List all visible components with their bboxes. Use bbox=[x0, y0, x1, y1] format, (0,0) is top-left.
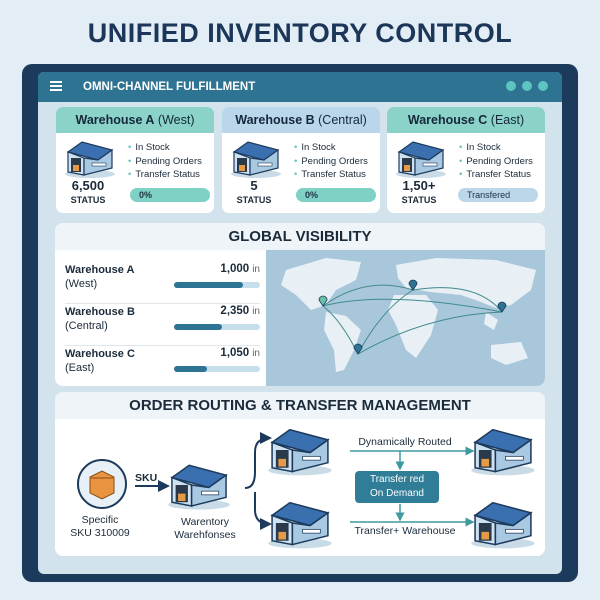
window-dot[interactable] bbox=[522, 81, 532, 91]
warehouse-card-c[interactable]: Warehouse C (East) 1,50+ STATUS In Stock… bbox=[387, 107, 545, 213]
card-header: Warehouse C (East) bbox=[387, 107, 545, 133]
inventory-bar-fill bbox=[174, 324, 223, 330]
window-dot[interactable] bbox=[506, 81, 516, 91]
inventory-bar bbox=[174, 366, 260, 372]
status-label: STATUS bbox=[70, 195, 106, 205]
warehouse-icon bbox=[267, 501, 333, 549]
location-pin-icon bbox=[408, 279, 418, 291]
metric-list: In StockPending OrdersTransfer Status bbox=[128, 141, 202, 182]
card-header: Warehouse A (West) bbox=[56, 107, 214, 133]
hamburger-icon[interactable] bbox=[50, 81, 62, 91]
status-pill: Transfered bbox=[458, 188, 538, 202]
world-map[interactable] bbox=[266, 250, 545, 386]
inventory-bar-fill bbox=[174, 282, 243, 288]
location-pin-icon bbox=[497, 301, 507, 313]
warehouse-icon bbox=[267, 428, 333, 476]
page-title: UNIFIED INVENTORY CONTROL bbox=[87, 18, 513, 48]
section-title: ORDER ROUTING & TRANSFER MANAGEMENT bbox=[55, 392, 545, 419]
warehouse-card-b[interactable]: Warehouse B (Central) 5 STATUS In StockP… bbox=[222, 107, 380, 213]
metric-list: In StockPending OrdersTransfer Status bbox=[459, 141, 533, 182]
dynamic-route-label: Dynamically Routed bbox=[358, 436, 452, 448]
status-pill: 0% bbox=[130, 188, 210, 202]
warehouse-icon bbox=[230, 138, 282, 178]
transfer-warehouse-label: Transfer+ Warehouse bbox=[354, 525, 456, 537]
routing-diagram bbox=[77, 428, 536, 549]
status-pill: 0% bbox=[296, 188, 376, 202]
warehouse-card-a[interactable]: Warehouse A (West) 6,500 STATUS In Stock… bbox=[56, 107, 214, 213]
stock-value: 6,500 bbox=[71, 178, 105, 193]
warehouse-icon bbox=[167, 464, 231, 510]
section-title: GLOBAL VISIBILITY bbox=[55, 223, 545, 250]
status-label: STATUS bbox=[236, 195, 272, 205]
warehouse-icon bbox=[395, 138, 447, 178]
window-dot[interactable] bbox=[538, 81, 548, 91]
metric-list: In StockPending OrdersTransfer Status bbox=[294, 141, 368, 182]
app-title: OMNI-CHANNEL FULFILLMENT bbox=[83, 81, 256, 93]
card-header: Warehouse B (Central) bbox=[222, 107, 380, 133]
location-pin-icon bbox=[353, 343, 363, 355]
inventory-bar bbox=[174, 282, 260, 288]
inventory-bar bbox=[174, 324, 260, 330]
inventory-bar-fill bbox=[174, 366, 207, 372]
warehouse-icon bbox=[470, 501, 536, 549]
sku-label: SKU bbox=[135, 472, 158, 484]
warehouse-icon bbox=[64, 138, 116, 178]
warehouse-icon bbox=[470, 428, 536, 476]
stock-value: 1,50+ bbox=[402, 178, 436, 193]
app-header: OMNI-CHANNEL FULFILLMENT bbox=[38, 72, 562, 102]
window-controls bbox=[506, 81, 548, 91]
location-pin-icon bbox=[318, 295, 328, 307]
status-label: STATUS bbox=[401, 195, 437, 205]
global-visibility-panel: GLOBAL VISIBILITY Warehouse A(West) 1,00… bbox=[55, 223, 545, 386]
stock-value: 5 bbox=[250, 178, 258, 193]
